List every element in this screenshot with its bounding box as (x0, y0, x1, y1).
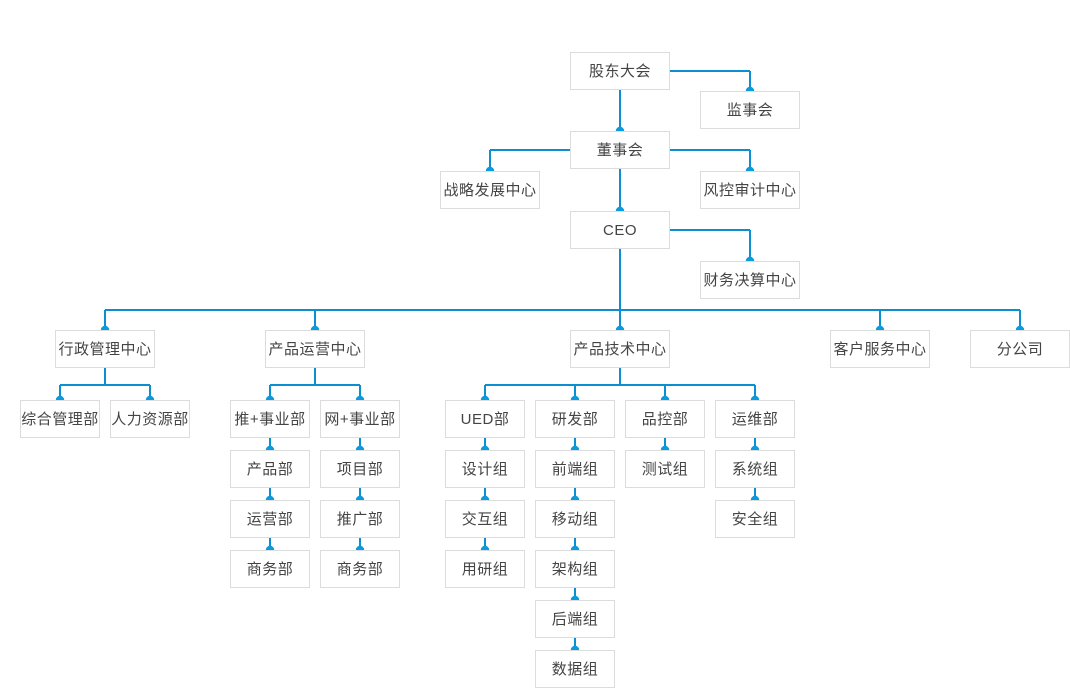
org-node-n36[interactable]: 后端组 (535, 600, 615, 638)
org-node-n13[interactable]: 综合管理部 (20, 400, 100, 438)
org-node-label: 项目部 (336, 460, 384, 478)
org-node-label: 监事会 (726, 101, 774, 119)
org-node-n30[interactable]: 系统组 (715, 450, 795, 488)
org-node-n1[interactable]: 股东大会 (570, 52, 670, 90)
org-node-label: 战略发展中心 (443, 181, 537, 199)
org-node-label: 交互组 (461, 510, 509, 528)
org-node-label: 财务决算中心 (703, 271, 797, 289)
org-node-label: 人力资源部 (111, 410, 189, 428)
org-node-label: 后端组 (551, 610, 599, 628)
org-node-label: 客户服务中心 (833, 340, 927, 358)
org-node-label: 用研组 (461, 560, 509, 578)
org-node-n34[interactable]: 用研组 (445, 550, 525, 588)
org-node-n16[interactable]: 网+事业部 (320, 400, 400, 438)
org-node-n32[interactable]: 移动组 (535, 500, 615, 538)
org-node-label: 移动组 (551, 510, 599, 528)
org-node-n5[interactable]: 风控审计中心 (700, 171, 800, 209)
org-node-label: 运营部 (246, 510, 294, 528)
org-node-label: 董事会 (596, 141, 644, 159)
org-node-label: CEO (602, 221, 637, 239)
org-node-label: 研发部 (551, 410, 599, 428)
org-node-n6[interactable]: CEO (570, 211, 670, 249)
org-node-n29[interactable]: 测试组 (625, 450, 705, 488)
org-node-n8[interactable]: 行政管理中心 (55, 330, 155, 368)
org-node-label: 架构组 (551, 560, 599, 578)
org-node-n3[interactable]: 董事会 (570, 131, 670, 169)
org-node-n27[interactable]: 设计组 (445, 450, 525, 488)
org-node-n15[interactable]: 推+事业部 (230, 400, 310, 438)
org-node-n22[interactable]: 商务部 (320, 550, 400, 588)
org-node-label: 品控部 (641, 410, 689, 428)
org-node-label: 行政管理中心 (58, 340, 152, 358)
org-node-n19[interactable]: 运营部 (230, 500, 310, 538)
org-node-label: 测试组 (641, 460, 689, 478)
org-node-n21[interactable]: 商务部 (230, 550, 310, 588)
org-node-label: 推广部 (336, 510, 384, 528)
org-node-label: 股东大会 (588, 62, 651, 80)
org-node-label: 数据组 (551, 660, 599, 678)
org-node-label: 系统组 (731, 460, 779, 478)
org-node-label: 分公司 (996, 340, 1044, 358)
org-node-n12[interactable]: 分公司 (970, 330, 1070, 368)
org-node-n7[interactable]: 财务决算中心 (700, 261, 800, 299)
org-node-label: 风控审计中心 (703, 181, 797, 199)
org-node-n20[interactable]: 推广部 (320, 500, 400, 538)
org-node-label: 前端组 (551, 460, 599, 478)
org-node-n35[interactable]: 架构组 (535, 550, 615, 588)
org-node-label: 商务部 (336, 560, 384, 578)
org-node-n9[interactable]: 产品运营中心 (265, 330, 365, 368)
org-node-label: 综合管理部 (21, 410, 99, 428)
org-node-label: 推+事业部 (234, 410, 306, 428)
org-node-n33[interactable]: 安全组 (715, 500, 795, 538)
org-node-n10[interactable]: 产品技术中心 (570, 330, 670, 368)
org-node-n37[interactable]: 数据组 (535, 650, 615, 688)
org-node-n14[interactable]: 人力资源部 (110, 400, 190, 438)
org-node-label: 运维部 (731, 410, 779, 428)
org-node-n26[interactable]: 运维部 (715, 400, 795, 438)
org-node-n24[interactable]: 研发部 (535, 400, 615, 438)
org-node-n25[interactable]: 品控部 (625, 400, 705, 438)
org-node-label: 网+事业部 (324, 410, 396, 428)
org-node-n4[interactable]: 战略发展中心 (440, 171, 540, 209)
org-node-label: UED部 (460, 410, 510, 428)
org-node-label: 产品技术中心 (573, 340, 667, 358)
org-node-n11[interactable]: 客户服务中心 (830, 330, 930, 368)
org-node-label: 产品部 (246, 460, 294, 478)
org-node-n23[interactable]: UED部 (445, 400, 525, 438)
org-node-n17[interactable]: 产品部 (230, 450, 310, 488)
org-node-n18[interactable]: 项目部 (320, 450, 400, 488)
org-node-label: 安全组 (731, 510, 779, 528)
org-node-n28[interactable]: 前端组 (535, 450, 615, 488)
org-node-label: 产品运营中心 (268, 340, 362, 358)
org-node-label: 设计组 (461, 460, 509, 478)
org-node-n2[interactable]: 监事会 (700, 91, 800, 129)
org-node-label: 商务部 (246, 560, 294, 578)
org-node-n31[interactable]: 交互组 (445, 500, 525, 538)
